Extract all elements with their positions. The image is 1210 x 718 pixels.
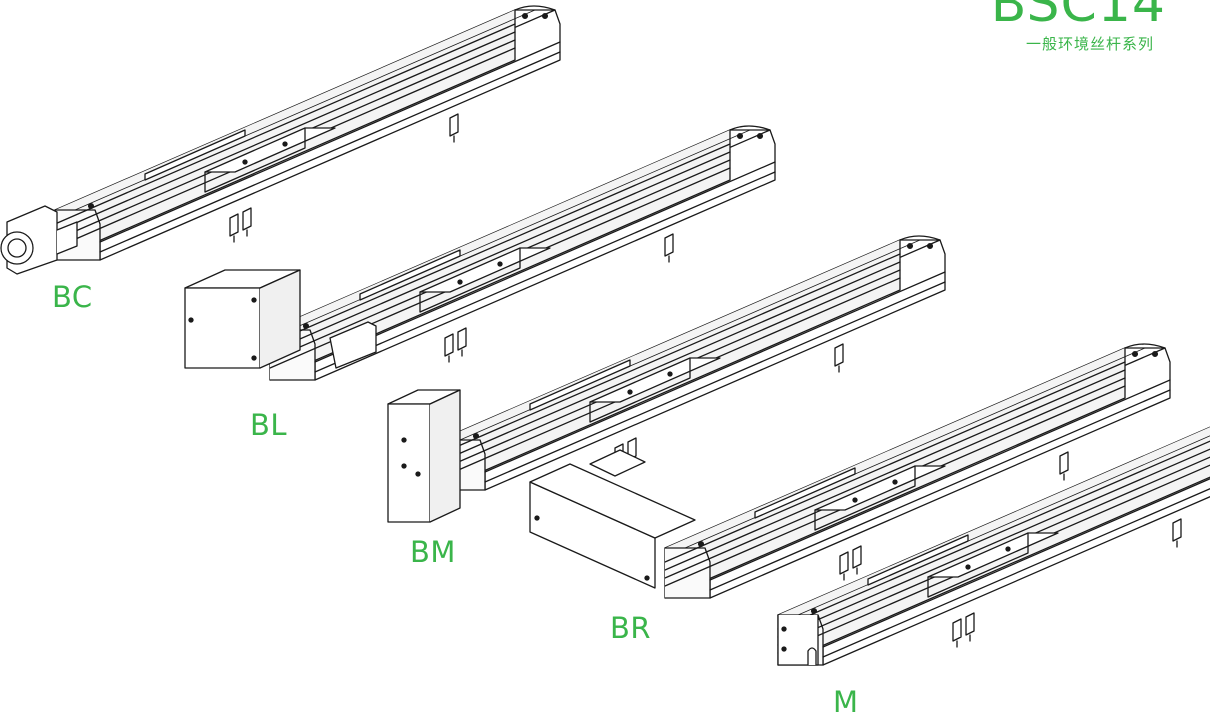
series-code: BSC14: [990, 0, 1166, 34]
series-description: 一般环境丝杆系列: [1025, 35, 1154, 53]
variant-label-bm: BM: [410, 535, 456, 569]
actuator-m-drawing: [777, 410, 1210, 666]
actuator-br-drawing: [529, 343, 1171, 599]
actuator-bm-drawing: [387, 235, 946, 523]
variant-label-br: BR: [610, 611, 652, 645]
variant-label-bc: BC: [52, 280, 93, 314]
actuator-bl-drawing: [184, 125, 776, 381]
variant-label-bl: BL: [250, 408, 288, 442]
variant-label-m: M: [833, 685, 859, 718]
actuator-bc-drawing: [0, 5, 561, 275]
